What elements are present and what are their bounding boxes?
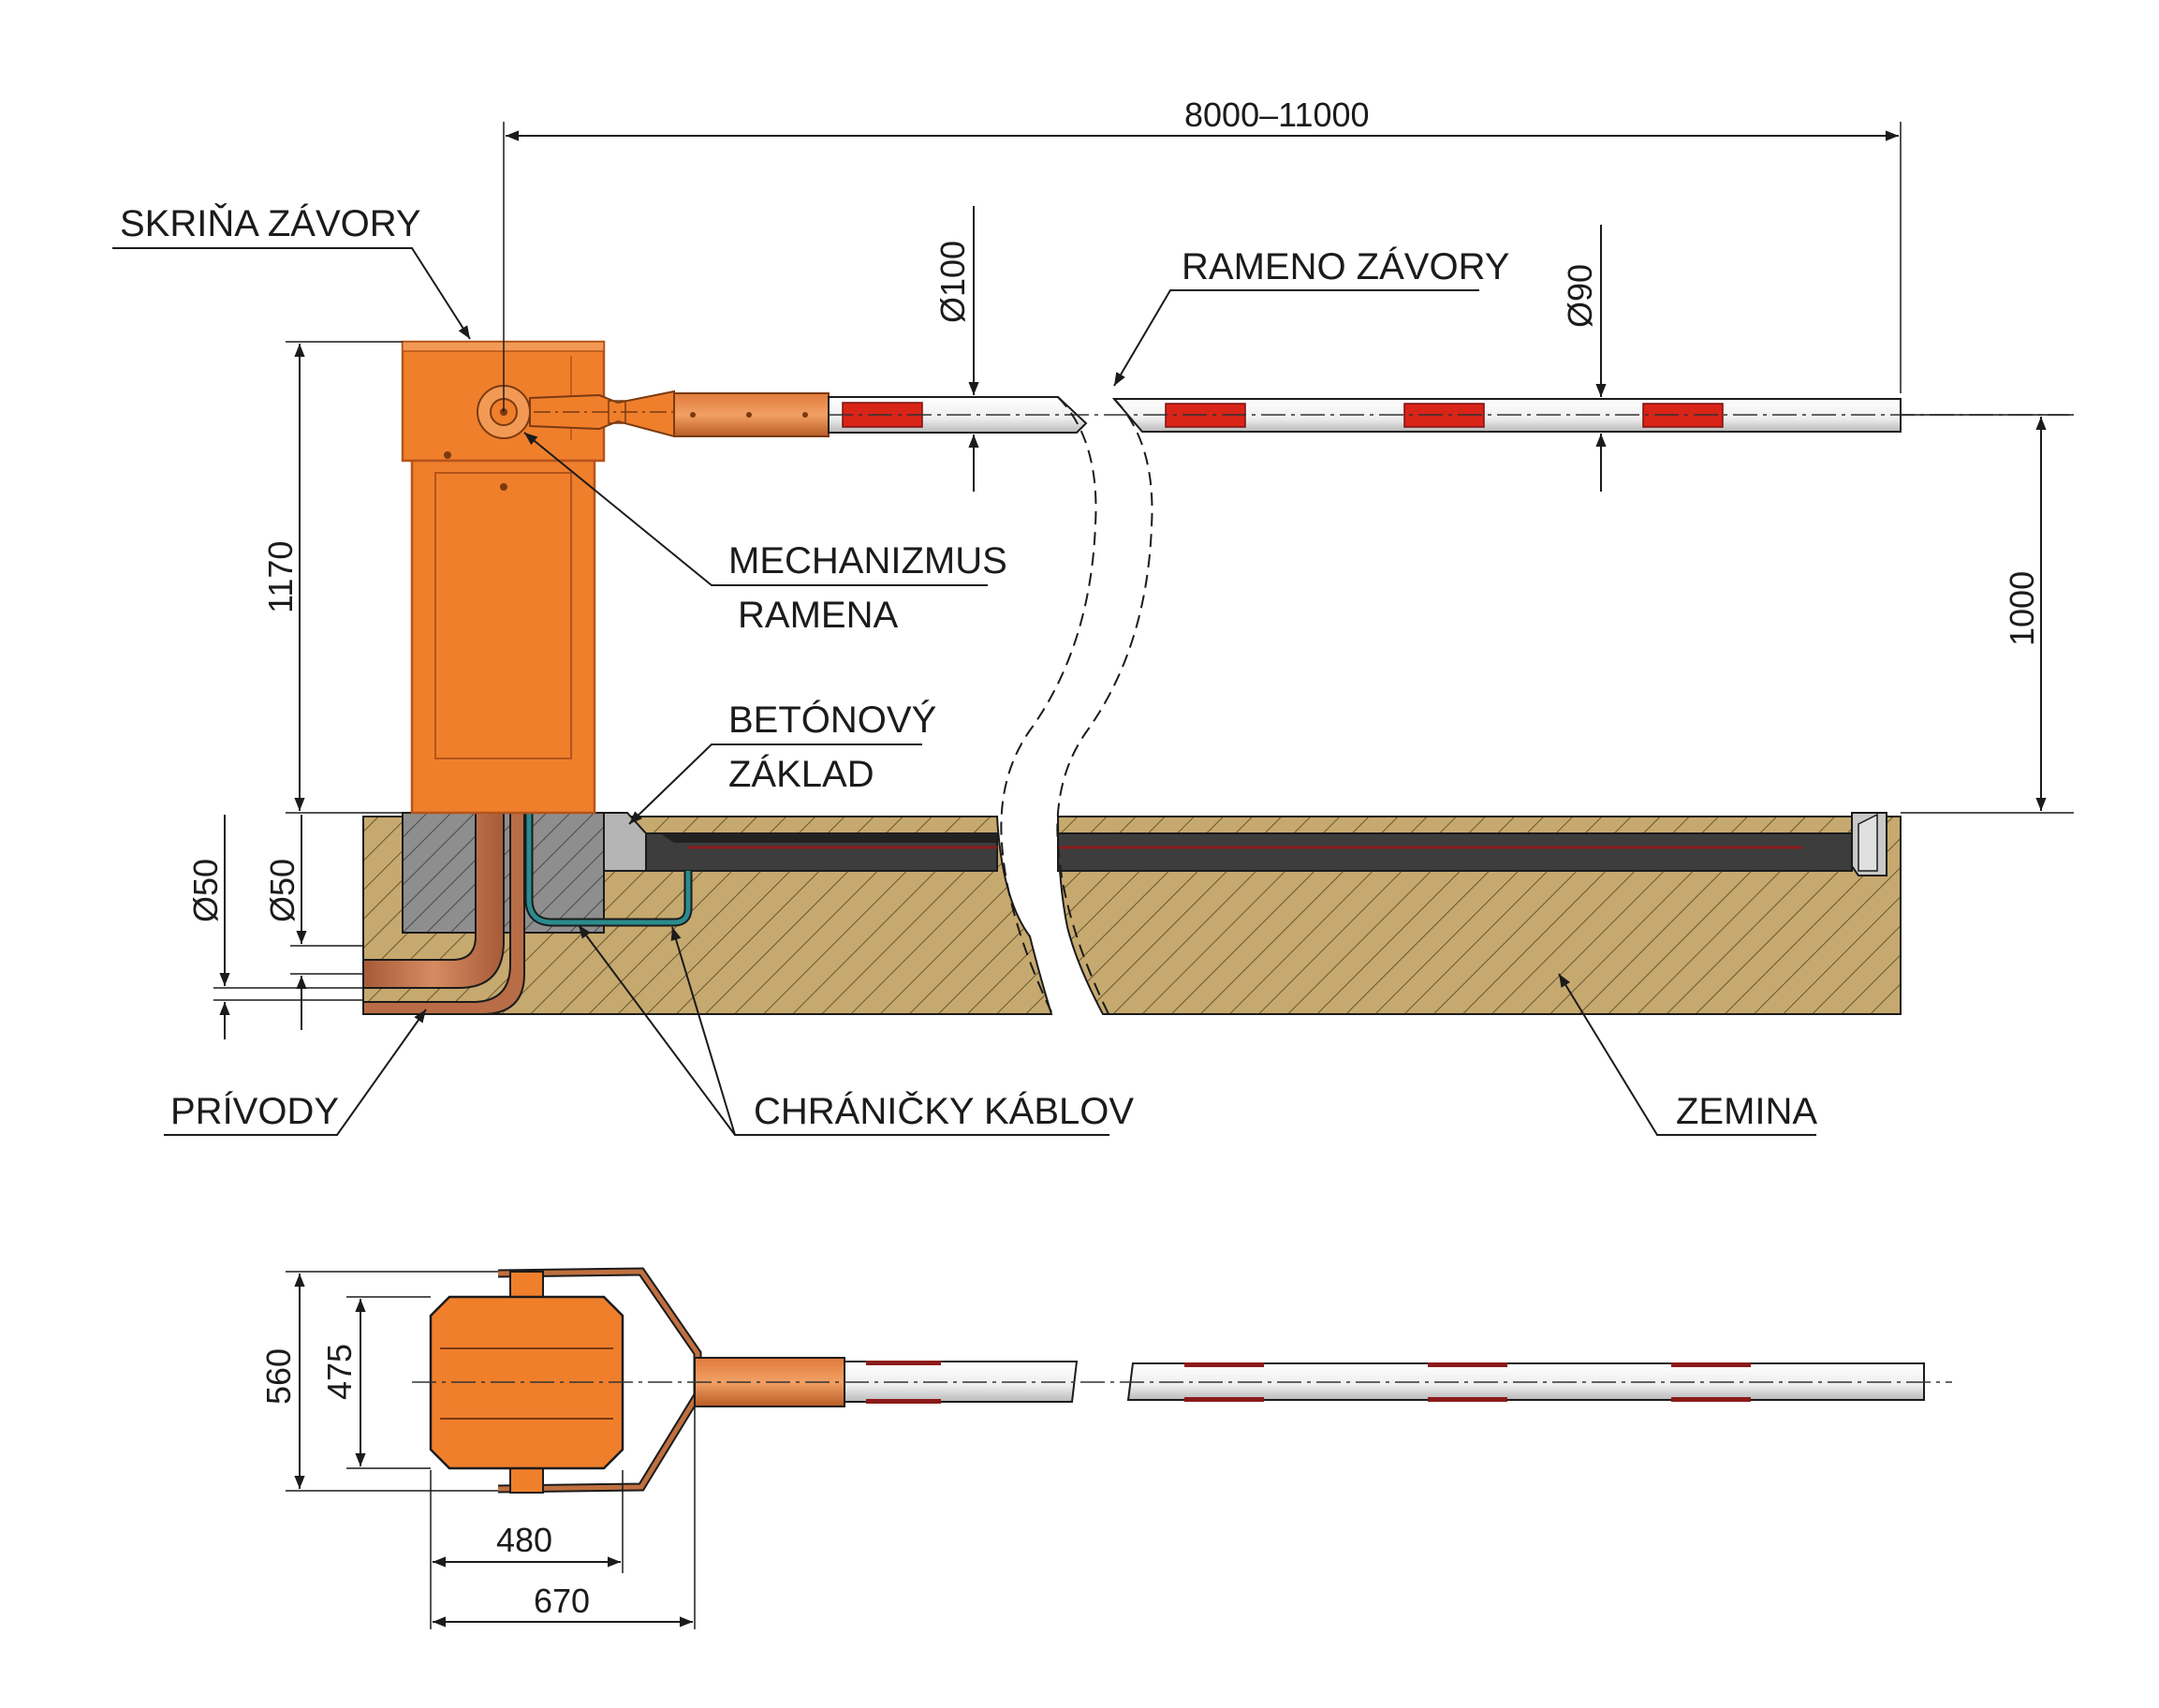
dimension-lines <box>213 122 2074 1039</box>
conduit-a-dim: Ø50 <box>186 859 225 922</box>
mechanism-label-line1: MECHANIZMUS <box>728 540 1007 582</box>
plan-view <box>412 1267 1952 1494</box>
arm-mechanism <box>477 385 675 439</box>
road-surface <box>645 812 1887 876</box>
plan-dimension-labels: 560 475 480 670 <box>259 1344 590 1620</box>
plan-length-inner-dim: 480 <box>496 1521 552 1559</box>
inlet-pipes <box>362 812 525 1015</box>
housing-height-dim: 1170 <box>261 541 300 613</box>
soil-label: ZEMINA <box>1676 1091 1817 1132</box>
mechanism-label-line2: RAMENA <box>738 595 898 636</box>
plan-length-outer-dim: 670 <box>534 1582 590 1620</box>
foundation-label-line2: ZÁKLAD <box>728 753 874 795</box>
leader-lines <box>112 247 1816 1136</box>
break-lines <box>1000 396 1153 1017</box>
plan-dimension-lines <box>286 1271 696 1629</box>
cable-conduit <box>524 813 693 927</box>
arm-length-dim: 8000–11000 <box>1184 96 1370 134</box>
barrier-arm <box>828 396 2069 434</box>
plan-width-inner-dim: 475 <box>320 1344 359 1400</box>
conduit-b-dim: Ø50 <box>263 859 301 922</box>
dimension-labels: 8000–11000 Ø100 Ø90 1170 1000 Ø50 Ø50 <box>186 96 2041 922</box>
arm-label: RAMENO ZÁVORY <box>1182 245 1509 287</box>
arm-diameter-base-dim: Ø100 <box>933 241 972 323</box>
housing-label: SKRIŇA ZÁVORY <box>120 202 421 244</box>
foundation-label-line1: BETÓNOVÝ <box>728 699 936 741</box>
inlets-label: PRÍVODY <box>170 1090 339 1132</box>
callout-labels: SKRIŇA ZÁVORY RAMENO ZÁVORY MECHANIZMUS … <box>120 202 1817 1132</box>
conduits-label: CHRÁNIČKY KÁBLOV <box>754 1090 1134 1132</box>
arm-height-dim: 1000 <box>2003 571 2041 646</box>
arm-diameter-tip-dim: Ø90 <box>1561 264 1599 328</box>
arm-sleeve <box>673 392 830 437</box>
plan-width-outer-dim: 560 <box>259 1348 298 1405</box>
